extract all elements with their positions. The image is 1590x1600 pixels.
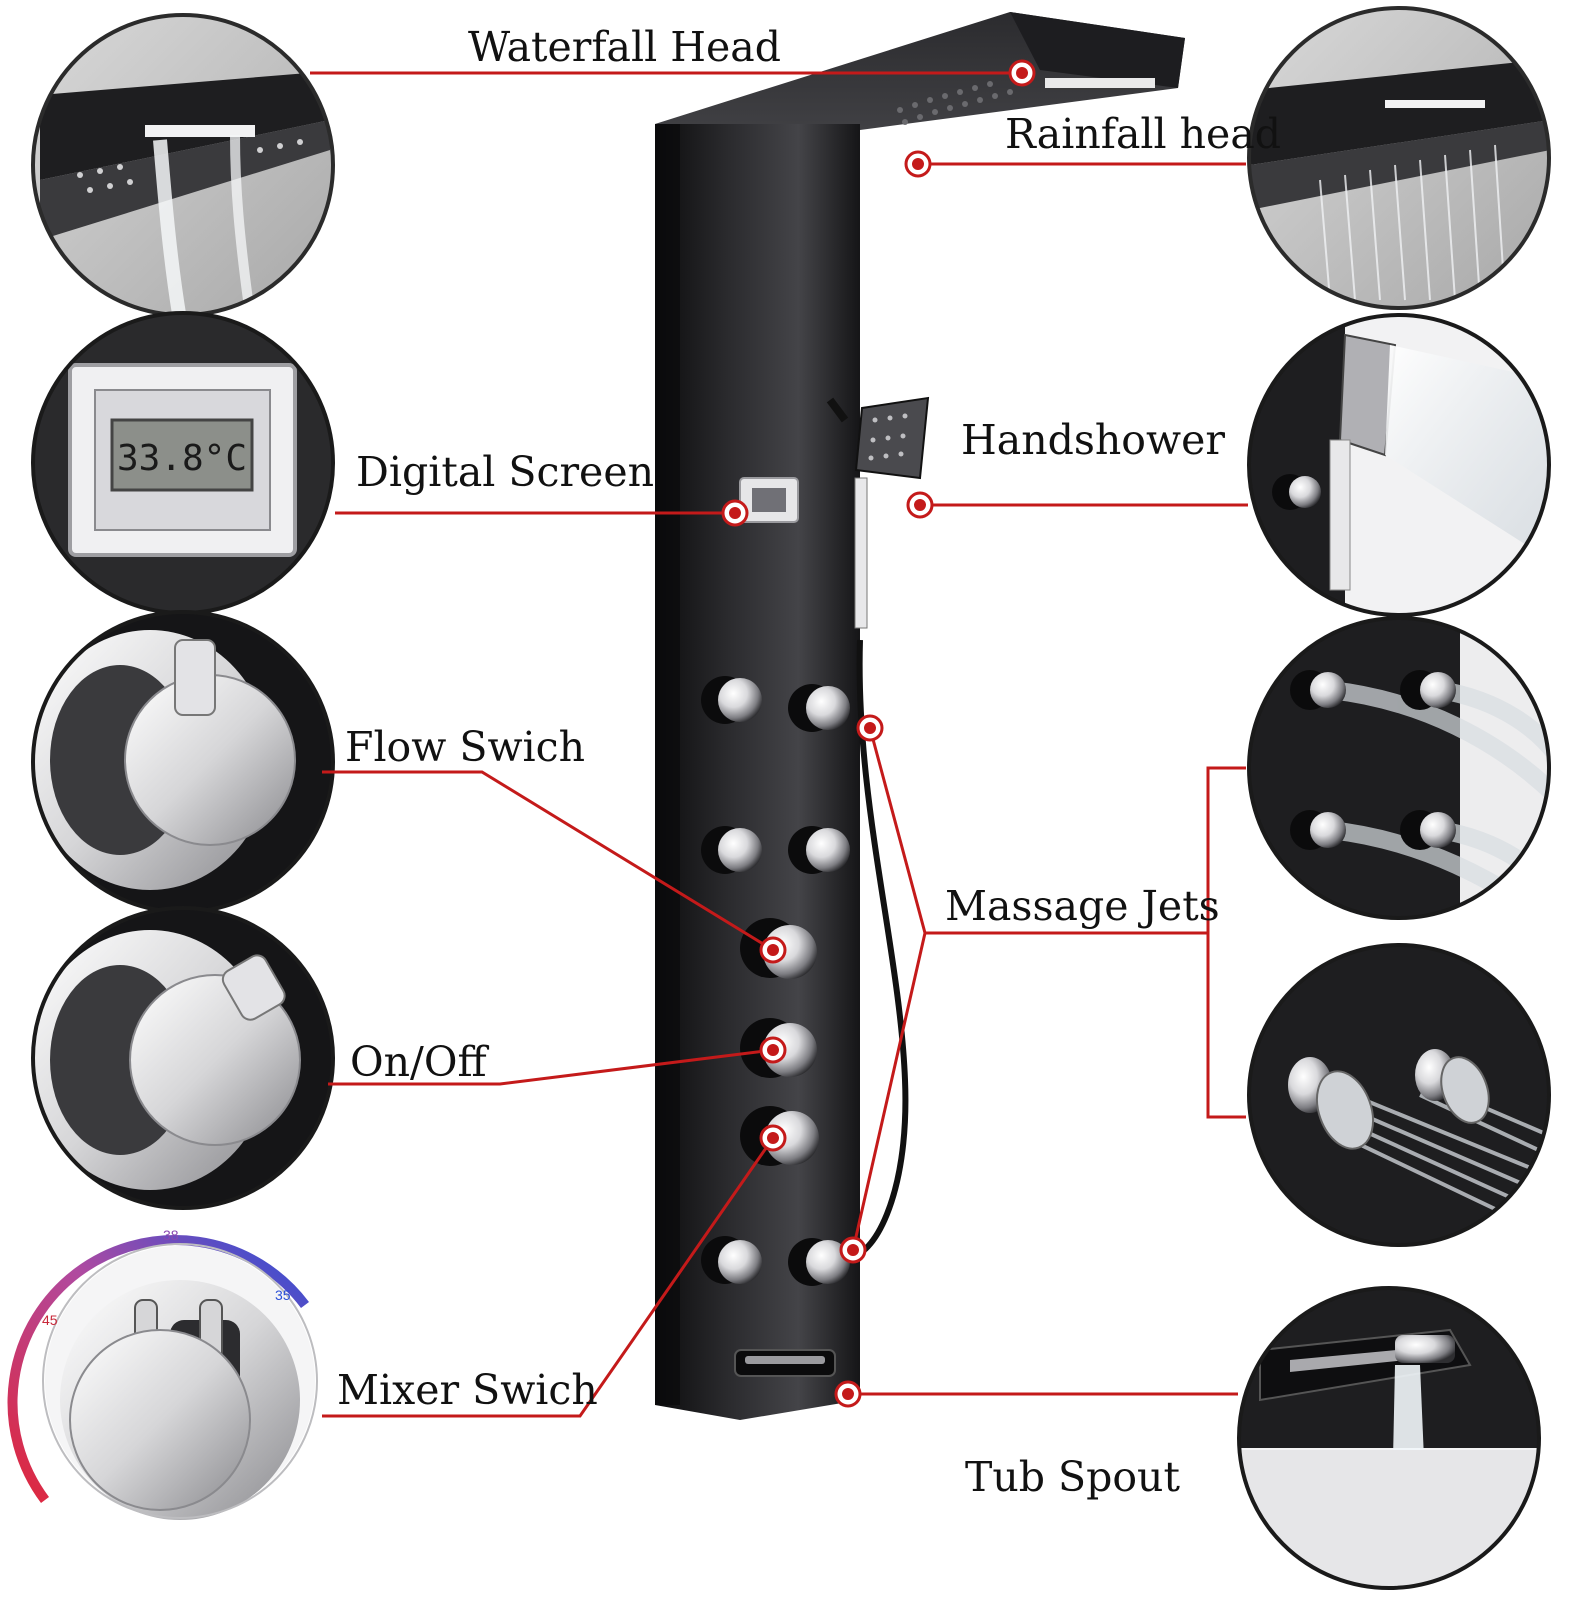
- panel-knobs: [701, 676, 850, 1286]
- waterfall-head-closeup: [31, 13, 335, 317]
- mixer-switch-closeup: 45 38 35: [7, 1227, 318, 1520]
- jet-knob: [718, 1240, 762, 1284]
- marker-on-off: [759, 1036, 787, 1064]
- marker-rainfall-head: [904, 150, 932, 178]
- label-rainfall-head: Rainfall head: [1005, 110, 1282, 158]
- temperature-readout: 33.8°C: [117, 438, 247, 479]
- label-massage-jets: Massage Jets: [945, 882, 1220, 930]
- label-handshower: Handshower: [961, 416, 1225, 464]
- marker-handshower: [906, 491, 934, 519]
- label-digital-screen: Digital Screen: [356, 448, 654, 496]
- leader-massage-jets-bracket: [1206, 766, 1246, 1119]
- label-mixer-switch: Mixer Swich: [337, 1366, 598, 1414]
- leader-mixer-switch: [322, 1137, 775, 1418]
- target-markers: [721, 59, 1036, 1408]
- marker-waterfall-head: [1008, 59, 1036, 87]
- marker-flow-switch: [759, 936, 787, 964]
- massage-jets-closeup-side: [1247, 943, 1551, 1247]
- leader-on-off: [328, 1048, 774, 1086]
- on-off-closeup: [31, 906, 335, 1210]
- marker-massage-jet-bottom: [839, 1236, 867, 1264]
- mixer-switch-knob: [765, 1111, 819, 1165]
- leader-lines: [310, 71, 1248, 1418]
- waterfall-slot: [1045, 78, 1155, 88]
- tub-spout-closeup: [1237, 1286, 1541, 1590]
- leader-massage-jets-top: [868, 727, 927, 934]
- label-on-off: On/Off: [350, 1038, 487, 1086]
- jet-knob: [806, 686, 850, 730]
- jet-knob: [718, 828, 762, 872]
- massage-jets-closeup-top: [1247, 616, 1551, 920]
- dial-left-value: 45: [42, 1312, 58, 1328]
- rainfall-nozzles: [897, 81, 1013, 125]
- panel-column: [655, 124, 860, 1420]
- jet-knob: [806, 828, 850, 872]
- leader-flow-switch: [322, 770, 774, 952]
- digital-screen-closeup: 33.8°C: [31, 311, 335, 615]
- leader-massage-jets-bottom: [851, 932, 927, 1251]
- handshower-closeup: [1247, 313, 1551, 617]
- rainfall-head-closeup: [1247, 6, 1551, 310]
- marker-digital-screen: [721, 499, 749, 527]
- label-tub-spout: Tub Spout: [965, 1453, 1180, 1501]
- marker-tub-spout: [834, 1380, 862, 1408]
- label-waterfall-head: Waterfall Head: [468, 23, 781, 71]
- shower-panel: [655, 12, 1185, 1420]
- on-off-knob: [763, 1023, 817, 1077]
- flow-switch-closeup: [31, 610, 335, 914]
- jet-knob: [718, 678, 762, 722]
- marker-mixer-switch: [759, 1124, 787, 1152]
- jet-knob: [806, 1240, 850, 1284]
- dial-top-value: 38: [163, 1227, 179, 1243]
- marker-massage-jet-top: [856, 714, 884, 742]
- dial-right-value: 35: [275, 1287, 291, 1303]
- label-flow-switch: Flow Swich: [345, 723, 586, 771]
- panel-tub-spout: [734, 1349, 836, 1377]
